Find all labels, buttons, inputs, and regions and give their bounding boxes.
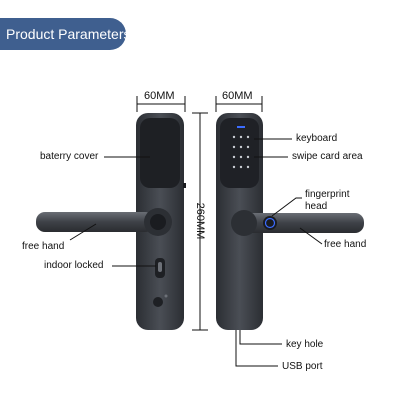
right-width-dimension: 60MM [222, 90, 253, 102]
height-dimension: 260MM [194, 202, 206, 240]
leader-lines [69, 138, 323, 367]
dimension-lines [136, 96, 263, 331]
leader-key-hole [239, 330, 282, 345]
label-battery-cover: baterry cover [40, 151, 99, 162]
leader-usb-port [235, 330, 278, 367]
outdoor-lock [216, 113, 364, 330]
label-key-hole: key hole [286, 339, 324, 350]
label-free-hand-right: free hand [324, 239, 367, 250]
label-fingerprint-head-line2: head [305, 201, 328, 212]
keypad-panel [220, 118, 259, 188]
product-parameters-banner: Product Parameters [0, 18, 131, 50]
label-swipe-card-area: swipe card area [292, 151, 363, 162]
outdoor-handle [232, 213, 364, 233]
keypad-digits [232, 135, 250, 169]
label-keyboard: keyboard [296, 133, 338, 144]
label-indoor-locked: indoor locked [44, 260, 104, 271]
left-width-dimension: 60MM [144, 90, 175, 102]
leader-free-hand-left [69, 223, 97, 241]
indicator-light [237, 126, 245, 128]
leader-free-hand-right [299, 227, 323, 245]
indoor-keyhole [153, 297, 163, 307]
battery-cover [140, 118, 180, 188]
outdoor-handle-rose [231, 210, 257, 236]
label-usb-port: USB port [282, 361, 323, 372]
leader-fingerprint-head [271, 197, 302, 217]
banner-title: Product Parameters [6, 26, 131, 42]
label-free-hand-left: free hand [22, 241, 65, 252]
indoor-handle [36, 212, 154, 232]
label-fingerprint-head-line1: fingerprint [305, 189, 350, 200]
indoor-lock [36, 113, 186, 330]
